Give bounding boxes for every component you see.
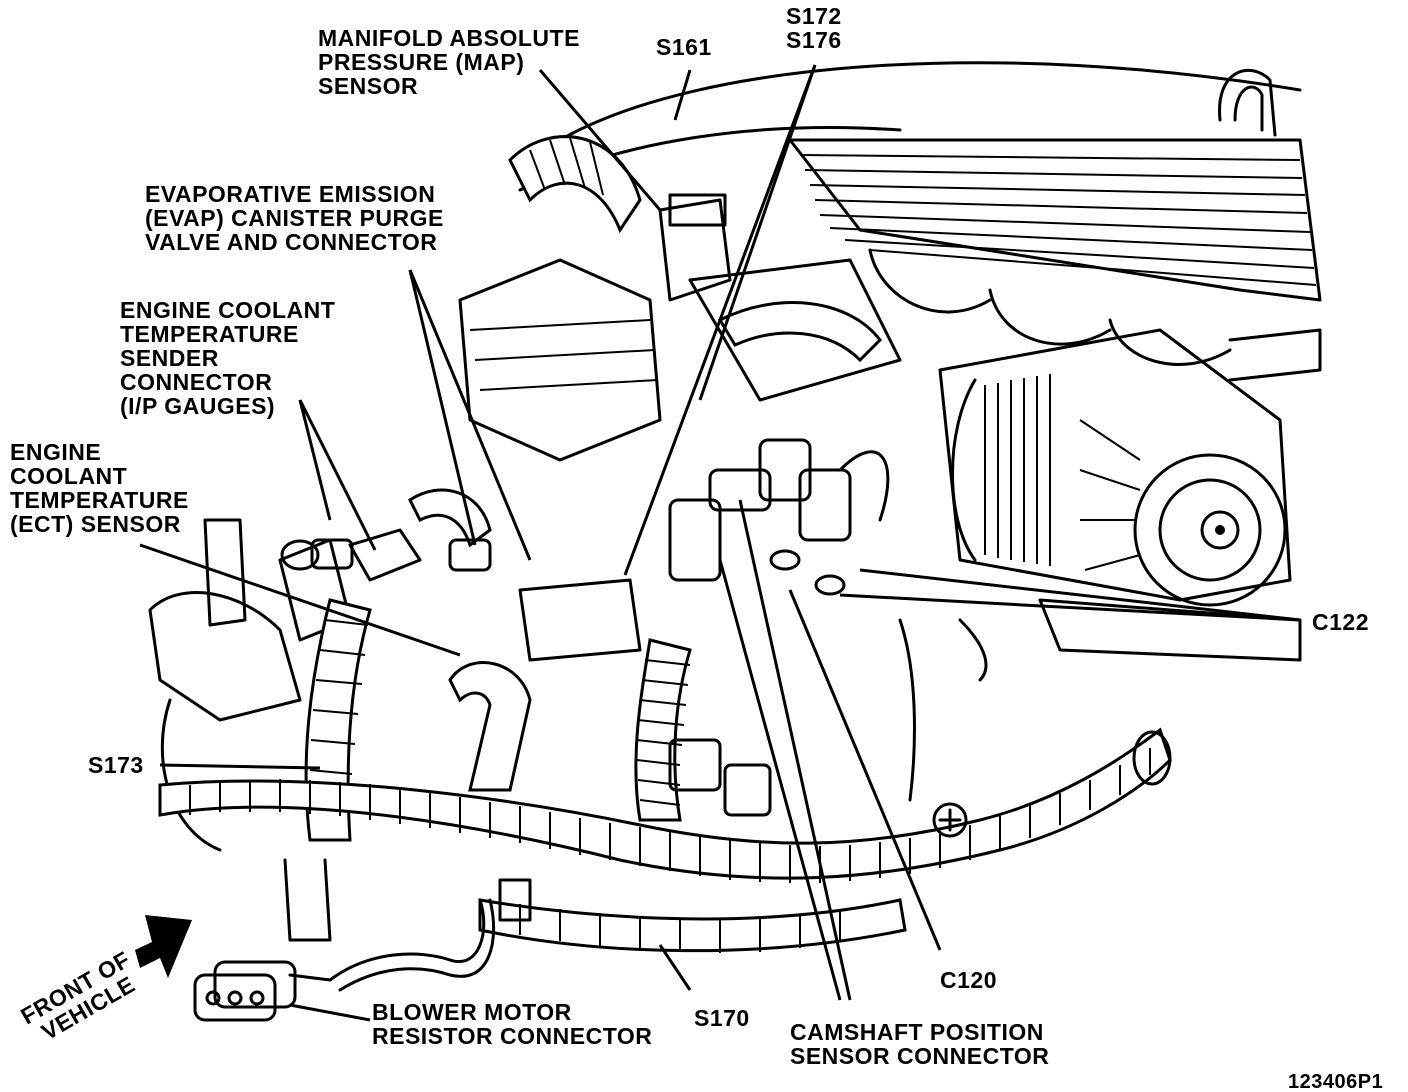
label-s176: S176 bbox=[786, 27, 842, 53]
label-ect-sender-line1: ENGINE COOLANT bbox=[120, 297, 335, 323]
leader-c122-a bbox=[859, 568, 1301, 622]
blower-connector-art bbox=[193, 898, 496, 1022]
label-map-line3: SENSOR bbox=[318, 73, 418, 99]
label-camshaft-line1: CAMSHAFT POSITION bbox=[790, 1019, 1044, 1045]
leader-blower bbox=[289, 1003, 371, 1022]
label-camshaft: CAMSHAFT POSITION SENSOR CONNECTOR bbox=[790, 1019, 1051, 1069]
ect-sensor-cluster bbox=[280, 488, 492, 582]
connector-cluster bbox=[668, 438, 988, 817]
label-c120: C120 bbox=[940, 967, 997, 993]
leader-camshaft-b bbox=[718, 559, 842, 1001]
label-ect-sender: ENGINE COOLANT TEMPERATURE SENDER CONNEC… bbox=[120, 297, 342, 419]
leader-s172-a bbox=[698, 64, 817, 401]
label-blower-line1: BLOWER MOTOR bbox=[372, 999, 572, 1025]
label-ect-sender-line4: CONNECTOR bbox=[120, 369, 272, 395]
engine-illustration bbox=[135, 61, 1322, 1022]
label-s161: S161 bbox=[656, 34, 712, 60]
throttle-body bbox=[458, 193, 902, 662]
label-map-line1: MANIFOLD ABSOLUTE bbox=[318, 25, 580, 51]
alternator bbox=[938, 328, 1302, 662]
label-ect-sender-line3: SENDER bbox=[120, 345, 219, 371]
label-s173: S173 bbox=[88, 752, 144, 778]
label-blower: BLOWER MOTOR RESISTOR CONNECTOR bbox=[372, 999, 652, 1049]
front-arrow-icon bbox=[135, 915, 192, 978]
leader-camshaft-a bbox=[738, 499, 852, 1001]
label-ect-sensor-line1: ENGINE bbox=[10, 439, 101, 465]
intake-plenum bbox=[788, 69, 1322, 382]
label-ect-sensor-line3: TEMPERATURE bbox=[10, 487, 189, 513]
label-blower-line2: RESISTOR CONNECTOR bbox=[372, 1023, 652, 1049]
leader-s172-b bbox=[623, 64, 817, 576]
label-ect-sensor-line2: COOLANT bbox=[10, 463, 127, 489]
label-front-of-vehicle: FRONT OF VEHICLE bbox=[16, 943, 152, 1051]
upper-hoses bbox=[508, 135, 882, 363]
label-ect-sender-line5: (I/P GAUGES) bbox=[120, 393, 275, 419]
main-harness bbox=[158, 727, 1172, 953]
center-harness bbox=[304, 598, 692, 842]
leader-c122-b bbox=[839, 593, 1301, 622]
leader-lines bbox=[139, 64, 1301, 1022]
leader-c120 bbox=[788, 589, 942, 951]
leader-ect-sender-b bbox=[298, 399, 377, 551]
label-ect-sender-line2: TEMPERATURE bbox=[120, 321, 299, 347]
label-s172: S172 bbox=[786, 3, 842, 29]
label-s170: S170 bbox=[694, 1005, 750, 1031]
label-map-line2: PRESSURE (MAP) bbox=[318, 49, 524, 75]
leader-ect-sensor bbox=[139, 543, 461, 657]
label-evap: EVAPORATIVE EMISSION (EVAP) CANISTER PUR… bbox=[145, 181, 451, 255]
label-evap-line1: EVAPORATIVE EMISSION bbox=[145, 181, 435, 207]
label-evap-line3: VALVE AND CONNECTOR bbox=[145, 229, 437, 255]
label-evap-line2: (EVAP) CANISTER PURGE bbox=[145, 205, 444, 231]
leader-evap-b bbox=[408, 269, 532, 561]
leader-s173 bbox=[159, 763, 321, 770]
label-figure-id: 123406P1 bbox=[1288, 1071, 1383, 1092]
label-ect-sensor: ENGINE COOLANT TEMPERATURE (ECT) SENSOR bbox=[10, 439, 196, 537]
leader-map bbox=[538, 69, 662, 211]
label-c122: C122 bbox=[1312, 609, 1369, 635]
label-camshaft-line2: SENSOR CONNECTOR bbox=[790, 1043, 1049, 1069]
leader-evap-a bbox=[408, 269, 477, 546]
leader-s170 bbox=[658, 944, 692, 991]
label-map-sensor: MANIFOLD ABSOLUTE PRESSURE (MAP) SENSOR bbox=[318, 25, 587, 99]
leader-ect-sender-a bbox=[298, 399, 332, 521]
label-ect-sensor-line4: (ECT) SENSOR bbox=[10, 511, 181, 537]
label-s172-s176: S172 S176 bbox=[786, 3, 849, 53]
leader-s161 bbox=[673, 69, 692, 121]
